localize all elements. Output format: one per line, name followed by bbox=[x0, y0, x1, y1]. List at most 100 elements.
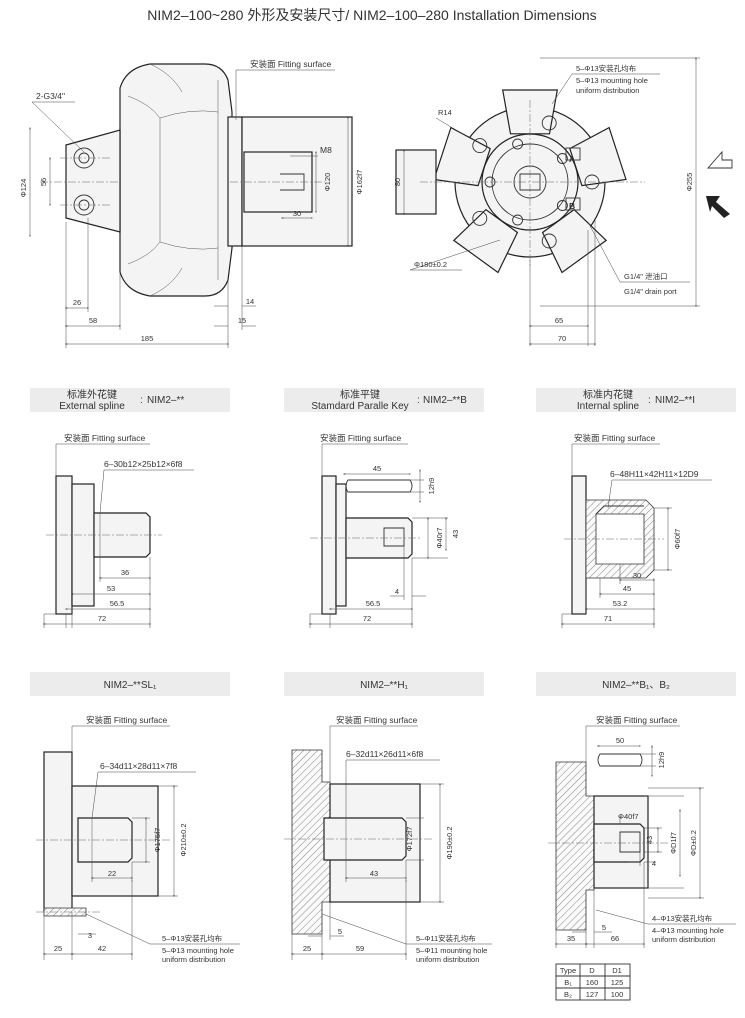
h1-spline-spec: 6–32d11×26d11×6f8 bbox=[346, 749, 423, 759]
sl1-dim-d175: Φ175f7 bbox=[153, 828, 162, 853]
h1-dim-d172: Φ172f7 bbox=[405, 827, 414, 852]
internal-spline-view: 安装面 Fitting surface 6–48H11×42H11×12D9 Φ… bbox=[560, 433, 712, 628]
main-side-view: 安装面 Fitting surface 2-G3/4" Φ124 56 M8 Φ… bbox=[19, 59, 364, 348]
key-dim-56-5: 56.5 bbox=[366, 599, 381, 608]
mount-hole-en1: 5–Φ13 mounting hole bbox=[576, 76, 648, 85]
bolt-hole bbox=[541, 115, 557, 131]
dim-80: 80 bbox=[393, 178, 402, 186]
int-fitting-label: 安装面 Fitting surface bbox=[574, 433, 656, 443]
header-internal-colon: : bbox=[648, 395, 651, 406]
dim-70: 70 bbox=[558, 334, 566, 343]
b1b2-flange-view: 安装面 Fitting surface 50 12h9 Φ40f7 43 4 Φ… bbox=[548, 715, 736, 1001]
header-internal-code: NIM2–**I bbox=[655, 395, 695, 406]
bolt-hole bbox=[556, 153, 568, 164]
b-dim-d: ΦD±0.2 bbox=[689, 830, 698, 856]
dim-d255: Φ255 bbox=[685, 173, 694, 192]
header-bar-h1 bbox=[284, 672, 484, 696]
table-cell-b1-d1: 125 bbox=[611, 978, 624, 987]
bolt-hole bbox=[472, 210, 488, 226]
h1-dim-d190: Φ190±0.2 bbox=[445, 826, 454, 859]
header-external-en: External spline bbox=[59, 401, 125, 412]
header-external-code: NIM2–** bbox=[147, 395, 184, 406]
header-external-cn: 标准外花键 bbox=[67, 388, 117, 401]
table-cell-b1-d: 160 bbox=[586, 978, 599, 987]
header-key-en: Stamdard Paralle Key bbox=[311, 401, 408, 412]
int-dim-30: 30 bbox=[633, 571, 641, 580]
motor-lobe bbox=[569, 126, 627, 187]
rotation-arrow-filled-icon bbox=[706, 196, 730, 218]
ext-fitting-label: 安装面 Fitting surface bbox=[64, 433, 146, 443]
sl1-dim-d210: Φ210±0.2 bbox=[179, 823, 188, 856]
table-header-d: D bbox=[589, 966, 595, 975]
header-external-colon: : bbox=[140, 395, 143, 406]
header-bar-b1b2 bbox=[536, 672, 736, 696]
table-cell-b2-d: 127 bbox=[586, 990, 599, 999]
ext-spline-spec: 6–30b12×25b12×6f8 bbox=[104, 459, 183, 469]
end-view: A B 5–Φ13安装孔均布 5–Φ13 mounting hole unifo… bbox=[393, 56, 733, 346]
header-bar-key bbox=[284, 388, 484, 412]
h1-dim-5: 5 bbox=[338, 927, 342, 936]
parallel-key-view: 安装面 Fitting surface 45 12h9 Φ40r7 43 4 5… bbox=[308, 433, 460, 628]
shaft-options-headers: 标准外花键 External spline : NIM2–** 标准平键 Sta… bbox=[30, 388, 736, 412]
dim-185: 185 bbox=[141, 334, 154, 343]
sl1-dim-3: 3 bbox=[88, 931, 92, 940]
bolt-hole bbox=[556, 200, 568, 211]
header-bar-sl1 bbox=[30, 672, 230, 696]
b-dim-35: 35 bbox=[567, 934, 575, 943]
motor-lobe bbox=[433, 126, 491, 187]
external-spline-view: 安装面 Fitting surface 6–30b12×25b12×6f8 36… bbox=[42, 433, 194, 628]
radius-r14: R14 bbox=[438, 108, 452, 117]
b-hole-en1: 4–Φ13 mounting hole bbox=[652, 926, 724, 935]
dim-14: 14 bbox=[246, 297, 254, 306]
b-dim-5: 5 bbox=[602, 923, 606, 932]
int-dim-53-2: 53.2 bbox=[613, 599, 628, 608]
h1-flange-view: 安装面 Fitting surface 6–32d11×26d11×6f8 Φ1… bbox=[284, 715, 492, 964]
key-dim-d40r7: Φ40r7 bbox=[435, 528, 444, 549]
int-dim-71: 71 bbox=[604, 614, 612, 623]
h1-dim-43: 43 bbox=[370, 869, 378, 878]
header-key-cn: 标准平键 bbox=[340, 388, 380, 401]
dim-58: 58 bbox=[89, 316, 97, 325]
key-dim-72: 72 bbox=[363, 614, 371, 623]
sl1-fitting-label: 安装面 Fitting surface bbox=[86, 715, 168, 725]
header-h1: NIM2–**H₁ bbox=[360, 680, 408, 691]
dim-d124: Φ124 bbox=[19, 179, 28, 198]
drain-port-en: G1/4" drain port bbox=[624, 287, 678, 296]
b-dim-43: 43 bbox=[645, 836, 654, 844]
b-dim-d1: ΦD1f7 bbox=[669, 832, 678, 854]
b-fitting-label: 安装面 Fitting surface bbox=[596, 715, 678, 725]
ext-dim-56-5: 56.5 bbox=[110, 599, 125, 608]
dim-d56: 56 bbox=[39, 178, 48, 186]
b-dim-4: 4 bbox=[652, 859, 656, 868]
b-hole-cn: 4–Φ13安装孔均布 bbox=[652, 913, 713, 923]
rotation-arrow-icon bbox=[707, 150, 733, 169]
sl1-hole-en1: 5–Φ13 mounting hole bbox=[162, 946, 234, 955]
sl1-hole-cn: 5–Φ13安装孔均布 bbox=[162, 933, 223, 943]
table-cell-b2-d1: 100 bbox=[611, 990, 624, 999]
bolt-hole bbox=[512, 138, 524, 150]
table-header-type: Type bbox=[560, 966, 576, 975]
b-dim-50: 50 bbox=[616, 736, 624, 745]
header-key-code: NIM2–**B bbox=[423, 395, 467, 406]
h1-hole-en2: uniform distribution bbox=[416, 955, 479, 964]
motor-lobe bbox=[452, 208, 519, 274]
thread-m8-label: M8 bbox=[320, 145, 332, 155]
key-dim-43: 43 bbox=[451, 530, 460, 538]
int-dim-45: 45 bbox=[623, 584, 631, 593]
int-spline-spec: 6–48H11×42H11×12D9 bbox=[610, 469, 699, 479]
table-cell-b1-type: B₁ bbox=[564, 978, 572, 987]
dim-26: 26 bbox=[73, 298, 81, 307]
b-dim-66: 66 bbox=[611, 934, 619, 943]
key-dim-45: 45 bbox=[373, 464, 381, 473]
dim-d162: Φ162f7 bbox=[355, 170, 364, 195]
bolt-hole bbox=[472, 138, 488, 154]
h1-dim-59: 59 bbox=[356, 944, 364, 953]
dim-15: 15 bbox=[238, 316, 246, 325]
header-bar-external bbox=[30, 388, 230, 412]
sl1-dim-42: 42 bbox=[98, 944, 106, 953]
sl1-spline-spec: 6–34d11×28d11×7f8 bbox=[100, 761, 177, 771]
header-internal-cn: 标准内花键 bbox=[583, 388, 633, 401]
h1-fitting-label: 安装面 Fitting surface bbox=[336, 715, 418, 725]
dim-d180: Φ180±0.2 bbox=[414, 260, 447, 269]
